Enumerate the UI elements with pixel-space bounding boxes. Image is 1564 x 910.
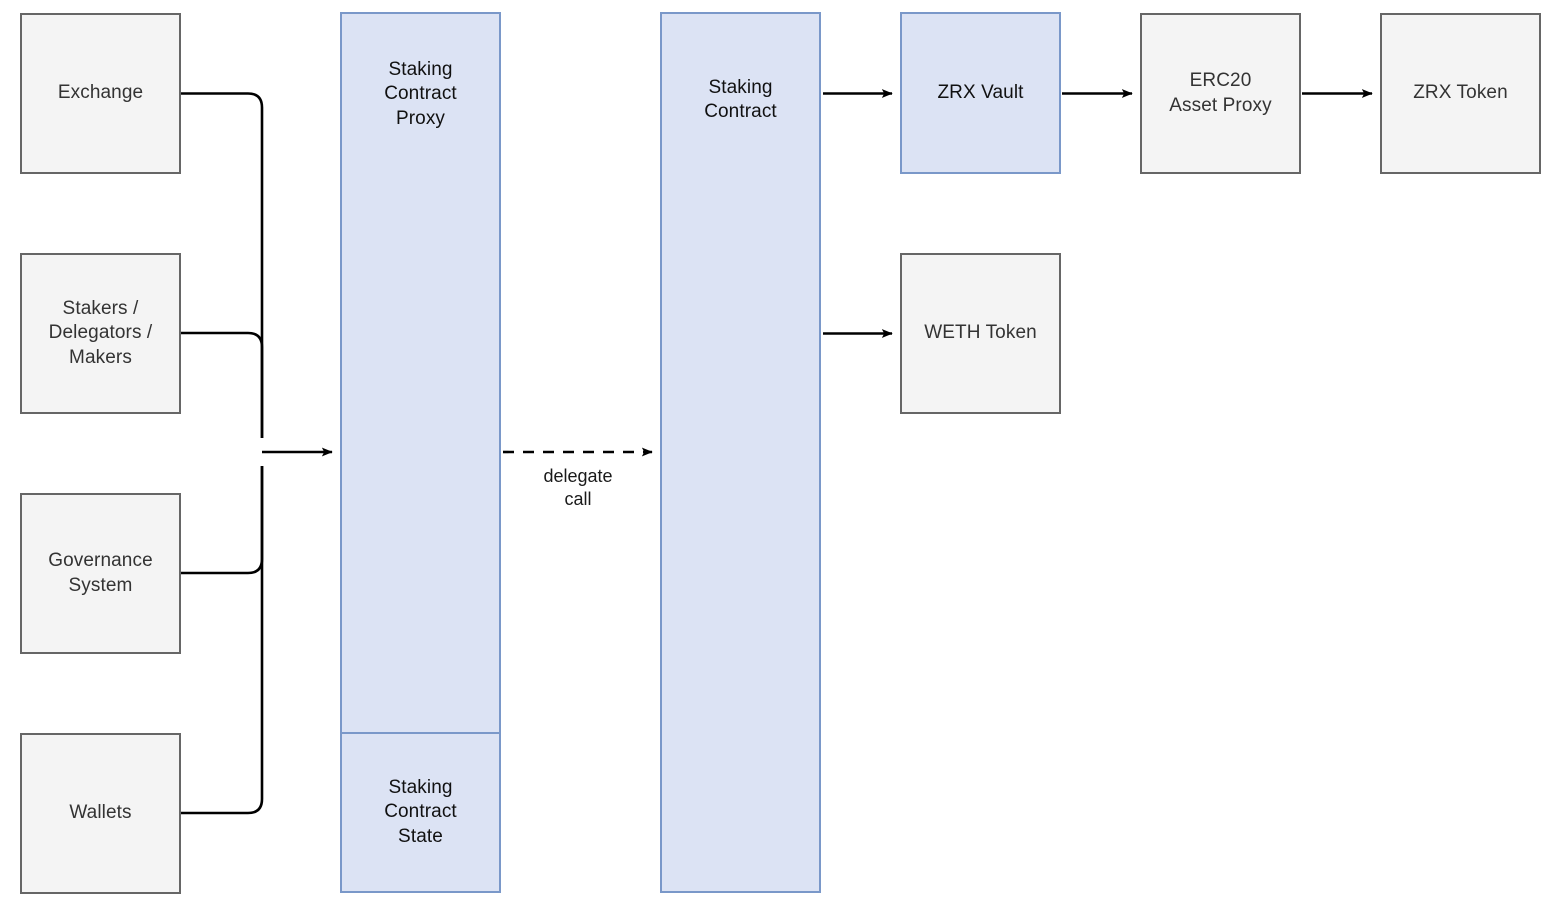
node-exchange[interactable]: Exchange [20,13,181,174]
edge-exchange-to-proxy [181,92,264,438]
node-staking-contract[interactable]: Staking Contract [660,12,821,893]
node-stakers-delegators-makers[interactable]: Stakers / Delegators / Makers [20,253,181,414]
node-wallets-label: Wallets [69,802,132,824]
edge-wallets-to-proxy [181,466,264,815]
node-exchange-label: Exchange [57,82,144,104]
node-erc20-asset-proxy[interactable]: ERC20 Asset Proxy [1140,13,1301,174]
node-zrx-vault[interactable]: ZRX Vault [900,12,1061,174]
node-zrx-token-label: ZRX Token [1413,82,1508,104]
edge-label-delegate-call: delegate call [543,466,613,510]
node-staking-contract-state[interactable]: Staking Contract State [340,732,501,893]
node-governance-system[interactable]: Governance System [20,493,181,654]
edge-governance-to-proxy [181,466,264,575]
node-zrx-token[interactable]: ZRX Token [1380,13,1541,174]
node-weth-token-label: WETH Token [924,322,1037,344]
edge-stakers-to-proxy [181,331,264,438]
node-zrx-vault-label: ZRX Vault [937,81,1024,103]
node-weth-token[interactable]: WETH Token [900,253,1061,414]
node-staking-contract-state-label: Staking Contract State [384,777,457,847]
node-staking-contract-proxy-label: Staking Contract Proxy [384,59,457,129]
node-erc20-asset-proxy-label: ERC20 Asset Proxy [1169,70,1272,116]
node-staking-contract-label: Staking Contract [704,77,777,123]
node-governance-system-label: Governance System [48,550,153,596]
node-wallets[interactable]: Wallets [20,733,181,894]
node-staking-contract-proxy[interactable]: Staking Contract Proxy [340,12,501,733]
node-stakers-delegators-makers-label: Stakers / Delegators / Makers [48,298,153,368]
